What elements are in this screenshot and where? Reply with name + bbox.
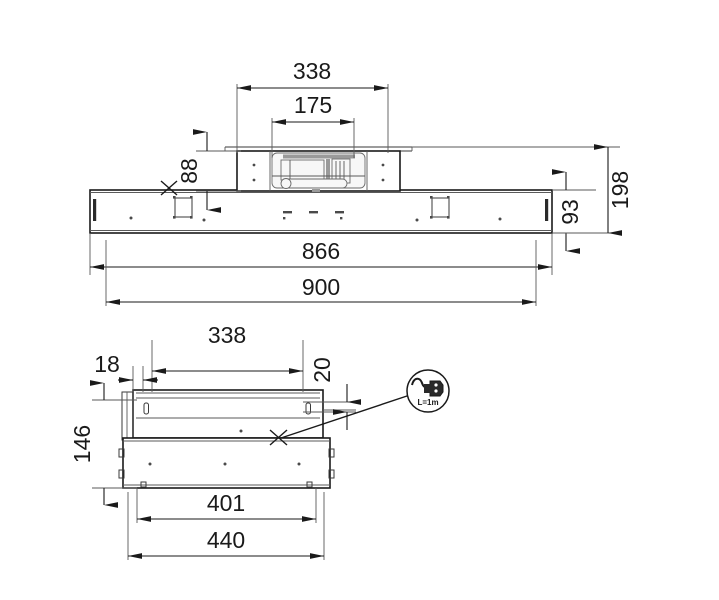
dimension-198: 198 [412, 144, 633, 236]
side-elevation-view: L=1m 338 18 20 [69, 322, 450, 560]
dimension-175: 175 [271, 92, 355, 158]
dim-label-18: 18 [94, 351, 120, 377]
dimension-18: 18 [94, 351, 158, 392]
side-motor-box [121, 389, 356, 441]
dim-label-401: 401 [207, 490, 245, 516]
callout-label-length: L=1m [417, 398, 438, 407]
filter-handle-right [430, 196, 450, 219]
centre-cross-mark-side [269, 429, 288, 446]
dim-label-440: 440 [207, 527, 245, 553]
callout-leader-line [280, 394, 411, 439]
dim-label-338-top: 338 [293, 58, 331, 84]
dimension-401: 401 [136, 488, 317, 523]
dimension-88: 88 [176, 129, 241, 213]
dimension-338-bottom: 338 [151, 322, 304, 392]
filter-handle-left [173, 196, 193, 219]
dim-label-88: 88 [176, 158, 202, 184]
canopy-body [89, 189, 553, 234]
front-elevation-view: 338 175 88 93 [89, 58, 633, 306]
dimension-866: 866 [89, 233, 553, 275]
dimension-338-top: 338 [236, 58, 389, 153]
centre-cross-mark-front [160, 180, 178, 196]
power-cable-callout: L=1m [406, 369, 450, 413]
dim-label-866: 866 [302, 238, 340, 264]
dimension-440: 440 [127, 492, 325, 560]
control-slot-marks [283, 211, 344, 220]
side-base-box [118, 437, 335, 489]
dim-label-198: 198 [607, 171, 633, 209]
dim-label-93: 93 [557, 199, 583, 225]
dimension-93: 93 [552, 169, 596, 254]
dimension-146: 146 [69, 380, 137, 508]
dimension-20: 20 [303, 357, 361, 430]
dim-label-146: 146 [69, 425, 95, 463]
dim-label-900: 900 [302, 274, 340, 300]
fan-duct-detail [271, 152, 366, 192]
dim-label-338-bottom: 338 [208, 322, 246, 348]
dimension-900: 900 [105, 240, 537, 306]
dim-label-175: 175 [294, 92, 332, 118]
dim-label-20: 20 [309, 357, 335, 383]
